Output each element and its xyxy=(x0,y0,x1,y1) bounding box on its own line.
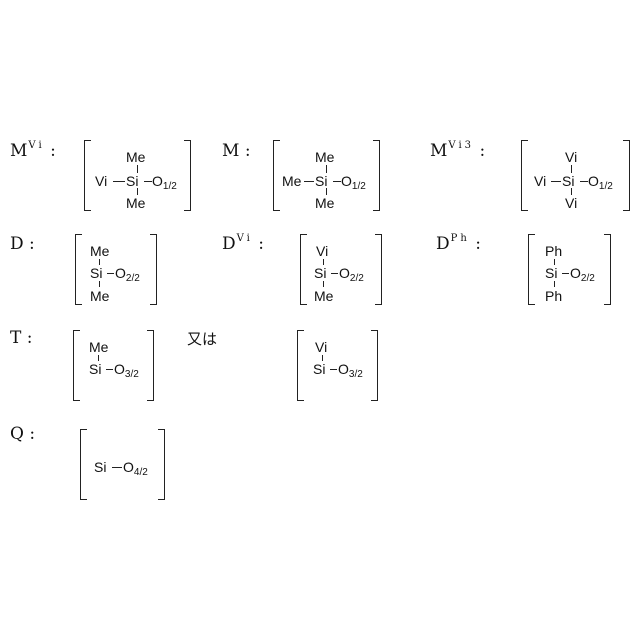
bond-bottom xyxy=(137,188,138,195)
substituent-bottom: Ph xyxy=(545,289,562,303)
substituent-top: Ph xyxy=(545,244,562,258)
bond-right xyxy=(330,369,337,370)
bond-right xyxy=(144,181,152,182)
right-bracket xyxy=(371,330,378,401)
silicon-atom: Si xyxy=(545,266,557,280)
substituent-top: Me xyxy=(315,150,334,164)
bond-right xyxy=(106,369,113,370)
oxygen-atom: O3/2 xyxy=(114,362,139,377)
silicon-atom: Si xyxy=(126,174,138,188)
bond-right xyxy=(580,181,588,182)
silicon-atom: Si xyxy=(94,460,106,474)
bond-bottom xyxy=(323,281,324,287)
bond-bottom xyxy=(326,188,327,195)
substituent-bottom: Me xyxy=(315,196,334,210)
bond-top xyxy=(326,165,327,173)
bond-bottom xyxy=(99,281,100,287)
unit-label-m-vi: MVi : xyxy=(10,143,56,160)
left-bracket xyxy=(84,140,91,211)
bond-top xyxy=(137,165,138,173)
unit-label-m-vi3: MVi3 : xyxy=(430,143,485,160)
left-bracket xyxy=(80,429,87,500)
oxygen-atom: O1/2 xyxy=(152,174,177,189)
bond-bottom xyxy=(554,281,555,287)
unit-label-t: T : xyxy=(10,330,32,347)
bond-left xyxy=(113,181,125,182)
right-bracket xyxy=(158,429,165,500)
substituent-top: Me xyxy=(126,150,145,164)
substituent-left: Me xyxy=(282,174,301,188)
silicon-atom: Si xyxy=(314,266,326,280)
bond-right xyxy=(331,273,338,274)
substituent-top: Me xyxy=(90,244,109,258)
right-bracket xyxy=(147,330,154,401)
oxygen-atom: O1/2 xyxy=(341,174,366,189)
substituent-bottom: Me xyxy=(90,289,109,303)
substituent-top: Me xyxy=(89,340,108,354)
left-bracket xyxy=(73,330,80,401)
oxygen-atom: O2/2 xyxy=(570,266,595,281)
silicon-atom: Si xyxy=(90,266,102,280)
silicon-atom: Si xyxy=(313,362,325,376)
oxygen-atom: O1/2 xyxy=(588,174,613,189)
left-bracket xyxy=(75,234,82,305)
right-bracket xyxy=(604,234,611,305)
unit-label-m: M : xyxy=(222,143,251,160)
bond-right xyxy=(112,467,122,468)
oxygen-atom: O2/2 xyxy=(115,266,140,281)
right-bracket xyxy=(375,234,382,305)
silicon-atom: Si xyxy=(89,362,101,376)
left-bracket xyxy=(273,140,280,211)
substituent-top: Vi xyxy=(565,150,577,164)
bond-right xyxy=(107,273,114,274)
substituent-bottom: Vi xyxy=(565,196,577,210)
bond-right xyxy=(333,181,341,182)
bond-top xyxy=(571,165,572,173)
left-bracket xyxy=(528,234,535,305)
substituent-top: Vi xyxy=(316,244,328,258)
right-bracket xyxy=(184,140,191,211)
bond-bottom xyxy=(571,188,572,195)
right-bracket xyxy=(623,140,630,211)
oxygen-atom: O4/2 xyxy=(123,460,148,475)
substituent-bottom: Me xyxy=(314,289,333,303)
bond-left xyxy=(551,181,561,182)
left-bracket xyxy=(300,234,307,305)
right-bracket xyxy=(373,140,380,211)
left-bracket xyxy=(297,330,304,401)
substituent-top: Vi xyxy=(315,340,327,354)
bond-left xyxy=(304,181,314,182)
silicon-atom: Si xyxy=(562,174,574,188)
unit-label-q: Q : xyxy=(10,426,35,443)
or-text: 又は xyxy=(187,328,217,349)
unit-label-d-vi: DVi : xyxy=(222,236,264,253)
silicon-atom: Si xyxy=(315,174,327,188)
substituent-bottom: Me xyxy=(126,196,145,210)
right-bracket xyxy=(150,234,157,305)
substituent-left: Vi xyxy=(95,174,107,188)
oxygen-atom: O2/2 xyxy=(339,266,364,281)
substituent-left: Vi xyxy=(534,174,546,188)
bond-right xyxy=(562,273,569,274)
oxygen-atom: O3/2 xyxy=(338,362,363,377)
left-bracket xyxy=(521,140,528,211)
unit-label-d-ph: DPh : xyxy=(436,236,481,253)
unit-label-d: D : xyxy=(10,236,35,253)
